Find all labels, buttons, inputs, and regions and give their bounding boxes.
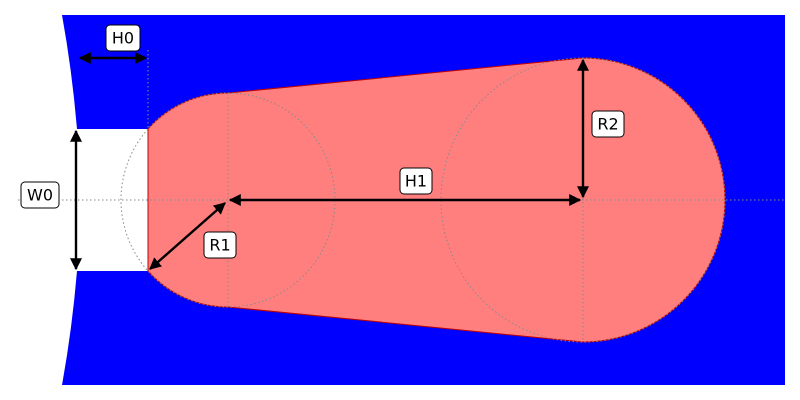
r2-label-text: R2 [597,115,618,134]
r1-label: R1 [203,231,237,259]
r1-arrow [149,202,226,270]
w0-label: W0 [20,181,60,209]
r1-label-text: R1 [209,236,230,255]
h0-label-text: H0 [112,29,134,48]
h0-label: H0 [105,24,141,52]
h1-label-text: H1 [405,172,427,191]
w0-label-text: W0 [27,186,53,205]
r2-label: R2 [591,110,625,138]
h1-label: H1 [399,167,433,195]
